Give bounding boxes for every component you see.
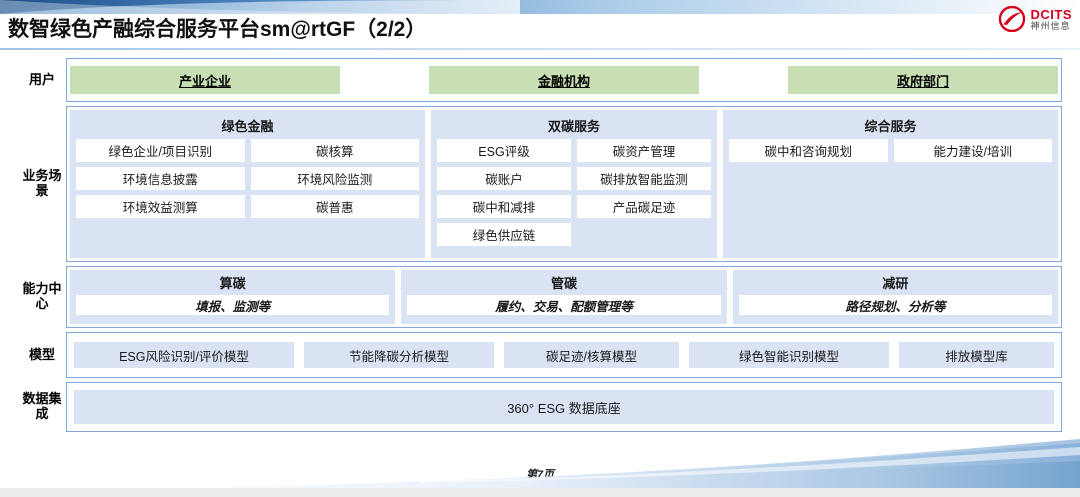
row-business-scenario: 业务场 景 绿色金融 绿色企业/项目识别 碳核算 环境信息披露 环境风险监测 环… (18, 106, 1062, 262)
capability-reduce-research-title: 减研 (882, 276, 909, 291)
row-label-business-line1: 业务场 (22, 168, 62, 184)
page-number-footer: 第7页 (525, 469, 555, 481)
tile-capacity-building-training[interactable]: 能力建设/培训 (893, 139, 1052, 162)
capability-panel-calc-carbon: 算碳 填报、监测等 (70, 270, 396, 324)
tile-carbon-neutral-reduction[interactable]: 碳中和减排 (437, 195, 571, 218)
model-chip-group: ESG风险识别/评价模型 节能降碳分析模型 碳足迹/核算模型 绿色智能识别模型 … (70, 336, 1058, 374)
business-panel-group: 绿色金融 绿色企业/项目识别 碳核算 环境信息披露 环境风险监测 环境效益测算 … (70, 110, 1058, 258)
row-label-data-line2: 成 (35, 406, 49, 421)
model-chip-emission-library[interactable]: 排放模型库 (899, 342, 1054, 368)
capability-panel-manage-carbon: 管碳 履约、交易、配额管理等 (401, 270, 727, 324)
tile-carbon-account[interactable]: 碳账户 (437, 167, 571, 190)
panel-green-finance-tiles: 绿色企业/项目识别 碳核算 环境信息披露 环境风险监测 环境效益测算 碳普惠 (76, 139, 419, 218)
tile-carbon-neutral-consulting[interactable]: 碳中和咨询规划 (729, 139, 888, 162)
capability-reduce-research-subtitle[interactable]: 路径规划、分析等 (738, 295, 1052, 315)
capability-calc-carbon-title: 算碳 (219, 276, 246, 291)
brand-text: DCITS 神州信息 (1031, 8, 1073, 31)
row-label-data-integration: 数据集 成 (18, 382, 66, 432)
capability-panel-reduce-research: 减研 路径规划、分析等 (732, 270, 1058, 324)
row-label-business-scenario: 业务场 景 (18, 106, 66, 262)
model-chip-energy-saving[interactable]: 节能降碳分析模型 (304, 342, 494, 368)
capability-manage-carbon-subtitle[interactable]: 履约、交易、配额管理等 (407, 295, 721, 315)
title-divider (0, 48, 1080, 50)
panel-dual-carbon-tiles: ESG评级 碳资产管理 碳账户 碳排放智能监测 碳中和减排 产品碳足迹 绿色供应… (437, 139, 711, 246)
row-body-model: ESG风险识别/评价模型 节能降碳分析模型 碳足迹/核算模型 绿色智能识别模型 … (66, 332, 1062, 378)
page-title: 数智绿色产融综合服务平台sm@rtGF（2/2） (8, 18, 427, 41)
row-data-integration: 数据集 成 360° ESG 数据底座 (18, 382, 1062, 432)
user-chip-financial[interactable]: 金融机构 (429, 66, 699, 94)
data-chip-wrapper: 360° ESG 数据底座 (70, 386, 1058, 428)
user-chip-group: 产业企业 金融机构 政府部门 (70, 62, 1058, 98)
title-bar: 数智绿色产融综合服务平台sm@rtGF（2/2） (0, 12, 1080, 50)
row-capability-center: 能力中 心 算碳 填报、监测等 管碳 履约、交易、配额管理等 减研 路径规划、分… (18, 266, 1062, 328)
dcits-swirl-icon (998, 6, 1025, 32)
row-body-business-scenario: 绿色金融 绿色企业/项目识别 碳核算 环境信息披露 环境风险监测 环境效益测算 … (66, 106, 1062, 262)
tile-environmental-benefit-measurement[interactable]: 环境效益测算 (76, 195, 245, 218)
row-model: 模型 ESG风险识别/评价模型 节能降碳分析模型 碳足迹/核算模型 绿色智能识别… (18, 332, 1062, 378)
row-label-business-line2: 景 (35, 183, 49, 198)
data-chip-esg-base[interactable]: 360° ESG 数据底座 (74, 390, 1054, 424)
model-chip-carbon-footprint[interactable]: 碳足迹/核算模型 (504, 342, 679, 368)
row-label-data-line1: 数据集 (22, 391, 62, 407)
model-chip-green-intelligent[interactable]: 绿色智能识别模型 (689, 342, 889, 368)
row-body-data-integration: 360° ESG 数据底座 (66, 382, 1062, 432)
tile-environmental-disclosure[interactable]: 环境信息披露 (76, 167, 245, 190)
capability-panel-group: 算碳 填报、监测等 管碳 履约、交易、配额管理等 减研 路径规划、分析等 (70, 270, 1058, 324)
architecture-diagram: 用户 产业企业 金融机构 政府部门 业务场 景 绿色金融 绿色企业/项目识别 (18, 58, 1062, 436)
panel-comprehensive-service: 综合服务 碳中和咨询规划 能力建设/培训 (723, 110, 1058, 258)
row-body-user: 产业企业 金融机构 政府部门 (66, 58, 1062, 102)
tile-esg-rating[interactable]: ESG评级 (437, 139, 571, 162)
row-label-user: 用户 (28, 71, 55, 87)
brand-logo: DCITS 神州信息 (997, 6, 1073, 32)
row-label-capability-line2: 心 (35, 296, 49, 311)
brand-subtitle: 神州信息 (1030, 20, 1071, 31)
model-chip-esg-risk[interactable]: ESG风险识别/评价模型 (74, 342, 294, 368)
tile-green-enterprise-identification[interactable]: 绿色企业/项目识别 (76, 139, 245, 162)
panel-dual-carbon-service: 双碳服务 ESG评级 碳资产管理 碳账户 碳排放智能监测 碳中和减排 产品碳足迹… (431, 110, 717, 258)
panel-dual-carbon-title: 双碳服务 (547, 119, 600, 134)
panel-comprehensive-tiles: 碳中和咨询规划 能力建设/培训 (729, 139, 1052, 162)
user-chip-industry-label: 产业企业 (178, 73, 231, 89)
panel-green-finance-title: 绿色金融 (221, 119, 274, 134)
row-label-model: 模型 (28, 346, 55, 362)
row-body-capability-center: 算碳 填报、监测等 管碳 履约、交易、配额管理等 减研 路径规划、分析等 (66, 266, 1062, 328)
tile-green-supply-chain[interactable]: 绿色供应链 (437, 223, 571, 246)
tile-product-carbon-footprint[interactable]: 产品碳足迹 (577, 195, 711, 218)
user-chip-financial-label: 金融机构 (537, 73, 590, 89)
row-user: 用户 产业企业 金融机构 政府部门 (18, 58, 1062, 102)
tile-carbon-inclusive[interactable]: 碳普惠 (250, 195, 419, 218)
tile-carbon-emission-monitoring[interactable]: 碳排放智能监测 (577, 167, 711, 190)
brand-name: DCITS (1030, 6, 1072, 22)
user-chip-government-label: 政府部门 (896, 73, 949, 89)
user-chip-government[interactable]: 政府部门 (788, 66, 1058, 94)
tile-carbon-asset-management[interactable]: 碳资产管理 (577, 139, 711, 162)
tile-environmental-risk-monitoring[interactable]: 环境风险监测 (250, 167, 419, 190)
tile-carbon-accounting[interactable]: 碳核算 (250, 139, 419, 162)
capability-manage-carbon-title: 管碳 (550, 276, 577, 291)
row-label-capability-center: 能力中 心 (18, 266, 66, 328)
user-chip-industry[interactable]: 产业企业 (70, 66, 340, 94)
capability-calc-carbon-subtitle[interactable]: 填报、监测等 (76, 295, 390, 315)
panel-green-finance: 绿色金融 绿色企业/项目识别 碳核算 环境信息披露 环境风险监测 环境效益测算 … (70, 110, 425, 258)
row-label-capability-line1: 能力中 (22, 281, 62, 297)
panel-comprehensive-title: 综合服务 (864, 119, 917, 134)
